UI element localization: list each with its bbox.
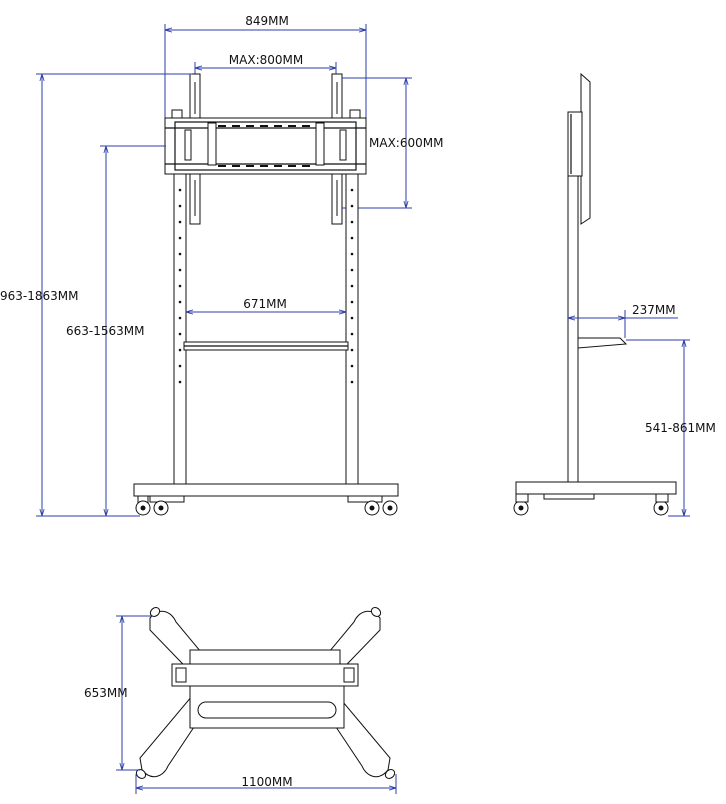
label-height-963-1863: 963-1863MM xyxy=(0,289,78,303)
label-height-663-1563: 663-1563MM xyxy=(66,324,144,338)
label-max-800: MAX:800MM xyxy=(229,53,303,67)
label-width-671: 671MM xyxy=(243,297,287,311)
label-width-849: 849MM xyxy=(245,14,289,28)
label-depth-653: 653MM xyxy=(84,686,128,700)
label-max-600: MAX:600MM xyxy=(369,136,443,150)
side-view xyxy=(513,72,690,517)
label-width-1100: 1100MM xyxy=(241,775,292,789)
front-view xyxy=(36,24,412,517)
label-depth-237: 237MM xyxy=(632,303,676,317)
label-height-541-861: 541-861MM xyxy=(645,421,716,435)
top-view xyxy=(116,607,397,794)
